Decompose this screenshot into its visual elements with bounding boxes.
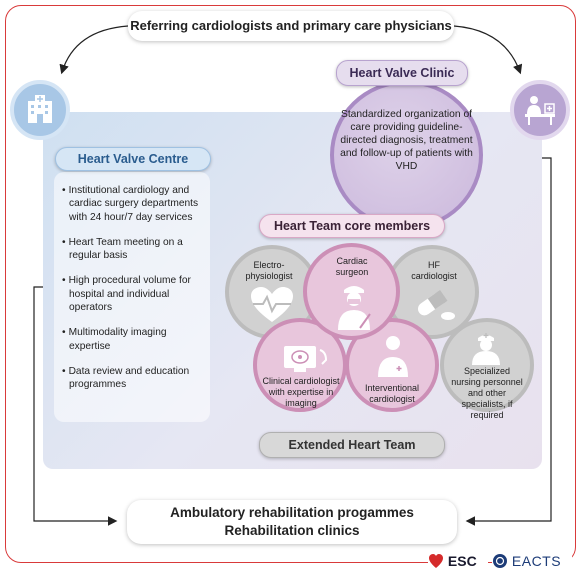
arrow-centre-to-rehab	[33, 286, 118, 526]
electrophysiologist-label: Electro-physiologist	[245, 260, 293, 281]
eacts-globe-icon	[493, 554, 507, 568]
esc-logo: ESC	[428, 552, 488, 570]
clinical-cardiologist-label: Clinical cardiologist with expertise in …	[262, 376, 340, 408]
rehab-line-1: Ambulatory rehabilitation progammes	[170, 505, 414, 520]
eacts-text: EACTS	[511, 553, 562, 569]
rehab-line-2: Rehabilitation clinics	[224, 523, 360, 538]
heartbeat-icon	[251, 287, 293, 322]
arrow-to-clinic	[453, 25, 523, 75]
list-item: Multimodality imaging expertise	[62, 326, 202, 353]
arrow-to-centre	[59, 25, 129, 75]
outer-frame	[5, 5, 576, 563]
list-item: Heart Team meeting on a regular basis	[62, 236, 202, 263]
clinic-description: Standardized organization of care provid…	[340, 109, 473, 172]
surgeon-label: Cardiac surgeon	[335, 256, 369, 277]
hospital-icon	[10, 80, 70, 140]
list-item: Institutional cardiology and cardiac sur…	[62, 184, 202, 224]
ultrasound-icon	[284, 346, 328, 372]
esc-heart-icon	[429, 554, 443, 568]
rehabilitation-box: Ambulatory rehabilitation progammes Reha…	[127, 500, 457, 544]
nurse-icon	[472, 333, 500, 365]
pill-icon	[418, 290, 455, 320]
hf-cardiologist-label: HF cardiologist	[411, 260, 457, 281]
nursing-label: Specialized nursing personnel and other …	[451, 366, 523, 420]
referring-physicians-box: Referring cardiologists and primary care…	[128, 11, 454, 41]
eacts-logo: EACTS	[492, 552, 572, 570]
list-item: Data review and education programmes	[62, 365, 202, 392]
doctor-desk-icon	[510, 80, 570, 140]
interventional-label: Interventional cardiologist	[364, 383, 420, 404]
heart-valve-clinic-title: Heart Valve Clinic	[336, 60, 468, 86]
centre-criteria-list: Institutional cardiology and cardiac sur…	[54, 172, 210, 422]
surgeon-icon	[338, 286, 371, 330]
heart-team-core-title: Heart Team core members	[259, 214, 445, 238]
heart-valve-centre-title: Heart Valve Centre	[55, 147, 211, 171]
list-item: High procedural volume for hospital and …	[62, 274, 202, 314]
doctor-icon	[378, 336, 408, 377]
esc-text: ESC	[447, 553, 477, 569]
extended-heart-team-title: Extended Heart Team	[259, 432, 445, 458]
